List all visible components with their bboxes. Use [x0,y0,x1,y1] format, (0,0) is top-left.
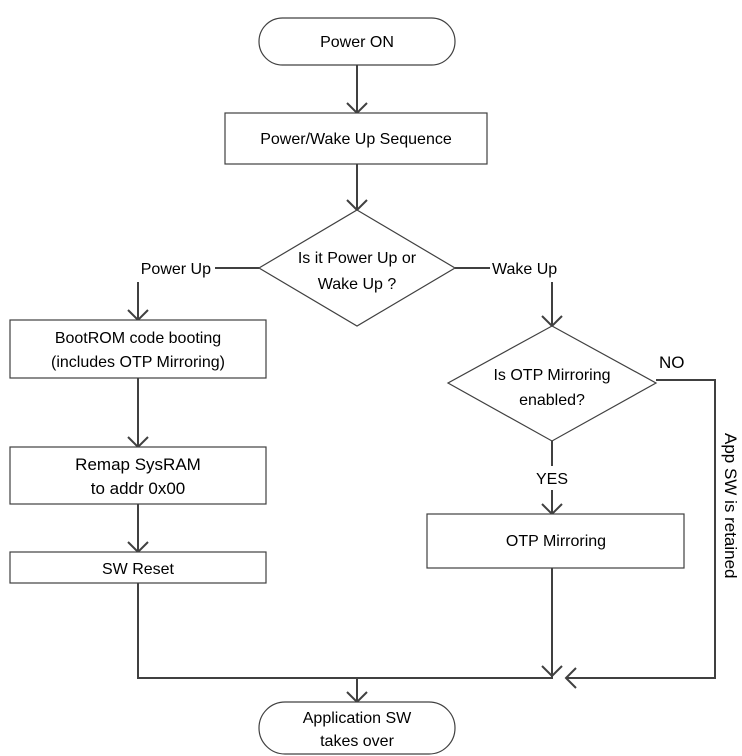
decision-power-or-wake-line-1: Is it Power Up or [298,250,417,267]
node-bootrom: BootROM code booting (includes OTP Mirro… [9,319,267,379]
decision-power-or-wake-line-2: Wake Up ? [318,276,397,293]
node-sw-reset: SW Reset [9,551,267,584]
node-remap-sysram: Remap SysRAM to addr 0x00 [9,446,267,505]
node-otp-mirroring-label: OTP Mirroring [506,533,606,550]
node-power-on: Power ON [258,17,456,66]
node-bootrom-line-1: BootROM code booting [55,330,221,347]
arrowhead-left [564,667,577,689]
node-bootrom-line-2: (includes OTP Mirroring) [51,354,225,371]
node-remap-sysram-line-2: to addr 0x00 [91,479,186,498]
node-remap-sysram-line-1: Remap SysRAM [75,455,201,474]
label-app-sw-retained: App SW is retained [721,433,740,579]
edge-otp-no [566,379,716,679]
node-application-sw-line-2: takes over [320,733,394,750]
decision-otp-line-1: Is OTP Mirroring [493,367,610,384]
node-power-on-label: Power ON [320,34,394,51]
node-power-wake-sequence-label: Power/Wake Up Sequence [260,131,452,148]
label-wake-up: Wake Up [492,261,557,278]
node-power-wake-sequence: Power/Wake Up Sequence [224,112,488,165]
node-otp-mirroring: OTP Mirroring [426,513,685,569]
node-application-sw: Application SW takes over [258,701,456,755]
connectors [137,65,716,702]
edge-decision-to-bootrom [137,267,259,320]
decision-otp-line-2: enabled? [519,392,585,409]
edge-labels: Power Up Wake Up YES NO App SW is retain… [141,261,740,579]
edge-reset-to-merge [137,583,357,679]
decision-power-or-wake: Is it Power Up or Wake Up ? [257,209,457,327]
label-power-up: Power Up [141,261,211,278]
edge-mirroring-to-merge [357,568,553,679]
arrowhead-down [541,665,563,678]
label-no: NO [659,353,685,372]
edge-decision-to-otp-check [455,267,553,326]
node-sw-reset-label: SW Reset [102,561,175,578]
node-application-sw-line-1: Application SW [303,710,412,727]
label-yes: YES [536,471,568,488]
decision-otp-mirroring-enabled: Is OTP Mirroring enabled? [446,325,658,442]
